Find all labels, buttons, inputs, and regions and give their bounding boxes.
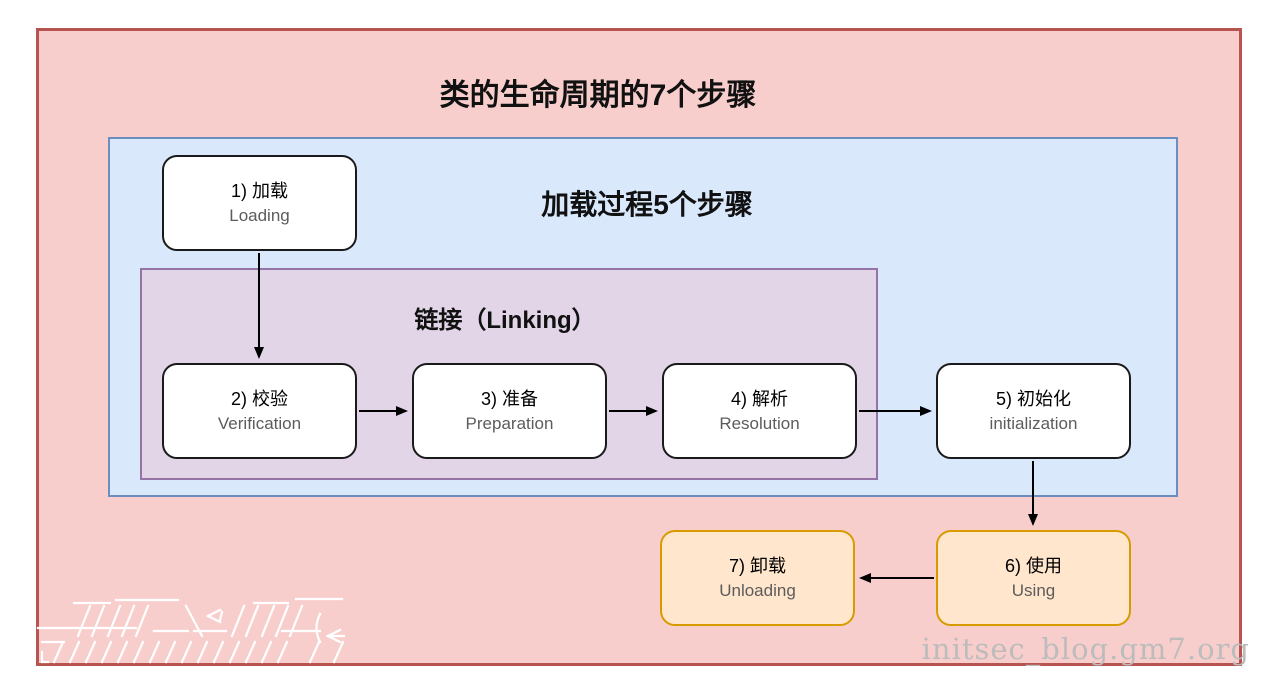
node-loading-label-zh: 1) 加载: [230, 180, 288, 201]
node-preparation-label-en: Preparation: [465, 413, 554, 433]
node-verification: 2) 校验 Verification: [162, 363, 357, 459]
node-resolution-label-zh: 4) 解析: [730, 388, 788, 409]
node-using: 6) 使用 Using: [936, 530, 1131, 626]
node-verification-label-zh: 2) 校验: [230, 388, 288, 409]
node-unloading-label-en: Unloading: [719, 580, 796, 600]
node-unloading-label-zh: 7) 卸载: [728, 555, 786, 576]
node-loading-label-en: Loading: [229, 205, 290, 225]
node-loading: 1) 加载 Loading: [162, 155, 357, 251]
node-initialization: 5) 初始化 initialization: [936, 363, 1131, 459]
node-preparation: 3) 准备 Preparation: [412, 363, 607, 459]
loading-process-group-title: 加载过程5个步骤: [541, 189, 753, 220]
node-initialization-label-zh: 5) 初始化: [995, 388, 1071, 409]
node-using-label-zh: 6) 使用: [1004, 555, 1062, 576]
node-preparation-label-zh: 3) 准备: [480, 388, 538, 409]
node-initialization-label-en: initialization: [989, 413, 1078, 433]
diagram-title: 类的生命周期的7个步骤: [439, 79, 757, 112]
node-verification-label-en: Verification: [217, 413, 302, 433]
node-unloading: 7) 卸载 Unloading: [660, 530, 855, 626]
watermark-url-text: initsec_blog.gm7.org: [921, 632, 1250, 666]
linking-group-title: 链接（Linking）: [414, 307, 596, 334]
node-resolution: 4) 解析 Resolution: [662, 363, 857, 459]
node-using-label-en: Using: [1011, 580, 1056, 600]
node-resolution-label-en: Resolution: [719, 413, 800, 433]
